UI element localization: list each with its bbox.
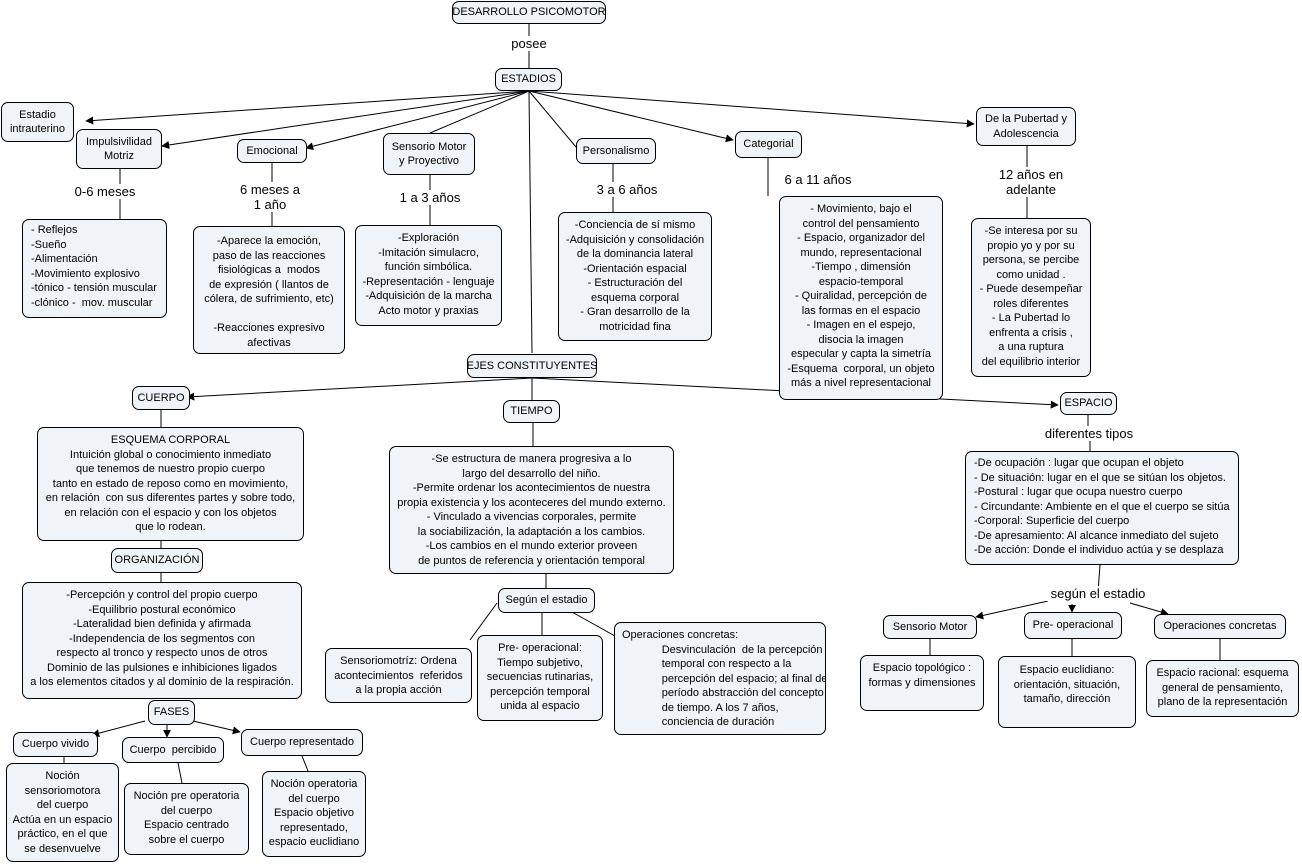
espacio-op-concretas-node[interactable]: Operaciones concretas xyxy=(1154,614,1286,639)
stage-categorial[interactable]: Categorial xyxy=(735,131,802,158)
organizacion-desc[interactable]: -Percepción y control del propio cuerpo … xyxy=(22,582,302,699)
desc-categorial[interactable]: - Movimiento, bajo el control del pensam… xyxy=(779,196,943,400)
age-impulsividad: 0-6 meses xyxy=(70,184,140,199)
espacio-tipos-desc[interactable]: -De ocupación : lugar que ocupan el obje… xyxy=(965,451,1239,565)
tiempo-desc[interactable]: -Se estructura de manera progresiva a lo… xyxy=(389,446,674,574)
stage-pubertad[interactable]: De la Pubertad y Adolescencia xyxy=(976,107,1076,146)
esquema-corporal-desc[interactable]: ESQUEMA CORPORAL Intuición global o cono… xyxy=(37,427,304,541)
espacio-op-concretas-desc[interactable]: Espacio racional: esquema general de pen… xyxy=(1146,660,1299,717)
espacio-sensorio-motor-node[interactable]: Sensorio Motor xyxy=(883,615,977,639)
stage-emocional[interactable]: Emocional xyxy=(237,139,307,163)
stage-sensorio[interactable]: Sensorio Motor y Proyectivo xyxy=(383,133,475,175)
cuerpo-percibido-node[interactable]: Cuerpo percibido xyxy=(122,737,224,763)
age-personalismo: 3 a 6 años xyxy=(590,182,664,197)
desc-sensorio[interactable]: -Exploración -Imitación simulacro, funci… xyxy=(355,225,502,326)
tiempo-node[interactable]: TIEMPO xyxy=(503,400,560,423)
age-pubertad: 12 años en adelante xyxy=(993,167,1069,197)
link-posee: posee xyxy=(508,36,550,51)
espacio-pre-operacional-node[interactable]: Pre- operacional xyxy=(1024,612,1122,639)
link-diferentes-tipos: diferentes tipos xyxy=(1037,426,1141,441)
link-segun-estadio: según el estadio xyxy=(1044,586,1152,601)
desc-emocional[interactable]: -Aparece la emoción, paso de las reaccio… xyxy=(193,226,345,354)
segun-estadio-tiempo-node[interactable]: Según el estadio xyxy=(498,588,595,613)
desc-personalismo[interactable]: -Conciencia de sí mismo -Adquisición y c… xyxy=(558,212,712,341)
ejes-node[interactable]: EJES CONSTITUYENTES xyxy=(467,354,597,378)
title-node[interactable]: DESARROLLO PSICOMOTOR xyxy=(452,1,606,24)
cuerpo-representado-desc[interactable]: Noción operatoria del cuerpo Espacio obj… xyxy=(262,771,366,857)
age-sensorio: 1 a 3 años xyxy=(394,190,466,205)
fases-node[interactable]: FASES xyxy=(148,700,195,725)
espacio-node[interactable]: ESPACIO xyxy=(1060,392,1117,415)
espacio-pre-operacional-desc[interactable]: Espacio euclidiano: orientación, situaci… xyxy=(998,656,1136,728)
stage-intrauterino[interactable]: Estadio intrauterino xyxy=(1,102,74,142)
tiempo-concretas-desc[interactable]: Operaciones concretas: Desvinculación de… xyxy=(614,622,826,735)
stage-personalismo[interactable]: Personalismo xyxy=(576,138,656,164)
cuerpo-node[interactable]: CUERPO xyxy=(132,386,190,410)
cuerpo-vivido-desc[interactable]: Noción sensoriomotora del cuerpo Actúa e… xyxy=(6,763,119,862)
desc-pubertad[interactable]: -Se interesa por su propio yo y por su p… xyxy=(971,218,1091,377)
cuerpo-percibido-desc[interactable]: Noción pre operatoria del cuerpo Espacio… xyxy=(124,783,249,855)
age-emocional: 6 meses a 1 año xyxy=(235,182,305,212)
desc-impulsividad[interactable]: - Reflejos -Sueño -Alimentación -Movimie… xyxy=(22,219,167,318)
estadios-node[interactable]: ESTADIOS xyxy=(495,68,562,91)
espacio-sensorio-motor-desc[interactable]: Espacio topológico : formas y dimensione… xyxy=(860,655,984,711)
stage-impulsividad[interactable]: Impulsivilidad Motriz xyxy=(76,129,162,169)
tiempo-preoperacional-desc[interactable]: Pre- operacional: Tiempo subjetivo, secu… xyxy=(477,635,603,721)
cuerpo-representado-node[interactable]: Cuerpo representado xyxy=(241,729,363,756)
cuerpo-vivido-node[interactable]: Cuerpo vivido xyxy=(13,732,98,757)
organizacion-node[interactable]: ORGANIZACIÓN xyxy=(111,548,203,573)
age-categorial: 6 a 11 años xyxy=(778,172,858,187)
tiempo-sensoriomotriz-desc[interactable]: Sensoriomotríz: Ordena acontecimientos r… xyxy=(325,648,472,703)
